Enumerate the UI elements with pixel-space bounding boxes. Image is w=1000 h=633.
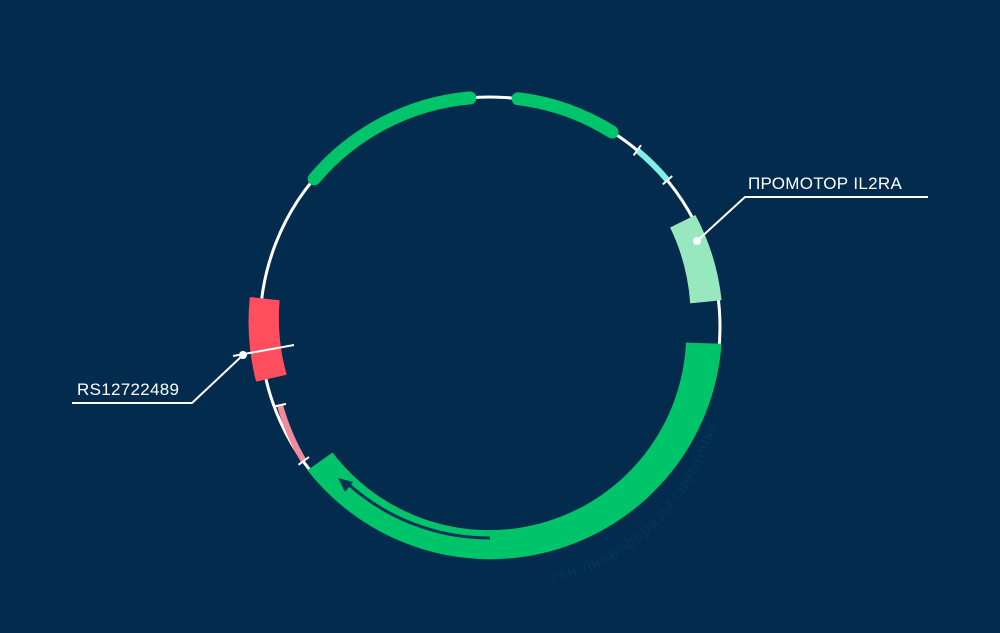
promoter-callout-line [696,196,928,242]
upper-green-segment-left [307,91,477,186]
gene-direction-arrow-line [344,480,491,540]
snp-region-block [248,297,287,382]
pink-tick-end [297,456,310,466]
cyan-tick-start [632,144,642,156]
pink-tick-start [273,402,287,408]
promoter-block [670,215,722,304]
snp-callout-line [72,354,244,404]
snp-label: RS12722489 [77,380,179,399]
cyan-feature [635,147,670,183]
upper-green-segment-right [511,92,619,139]
promoter-label: ПРОМОТОР IL2RA [748,174,903,193]
gene-direction-arrow-head [338,478,353,492]
pink-feature [277,404,307,463]
cyan-tick-end [662,175,673,186]
luciferase-gene-block [307,342,722,560]
